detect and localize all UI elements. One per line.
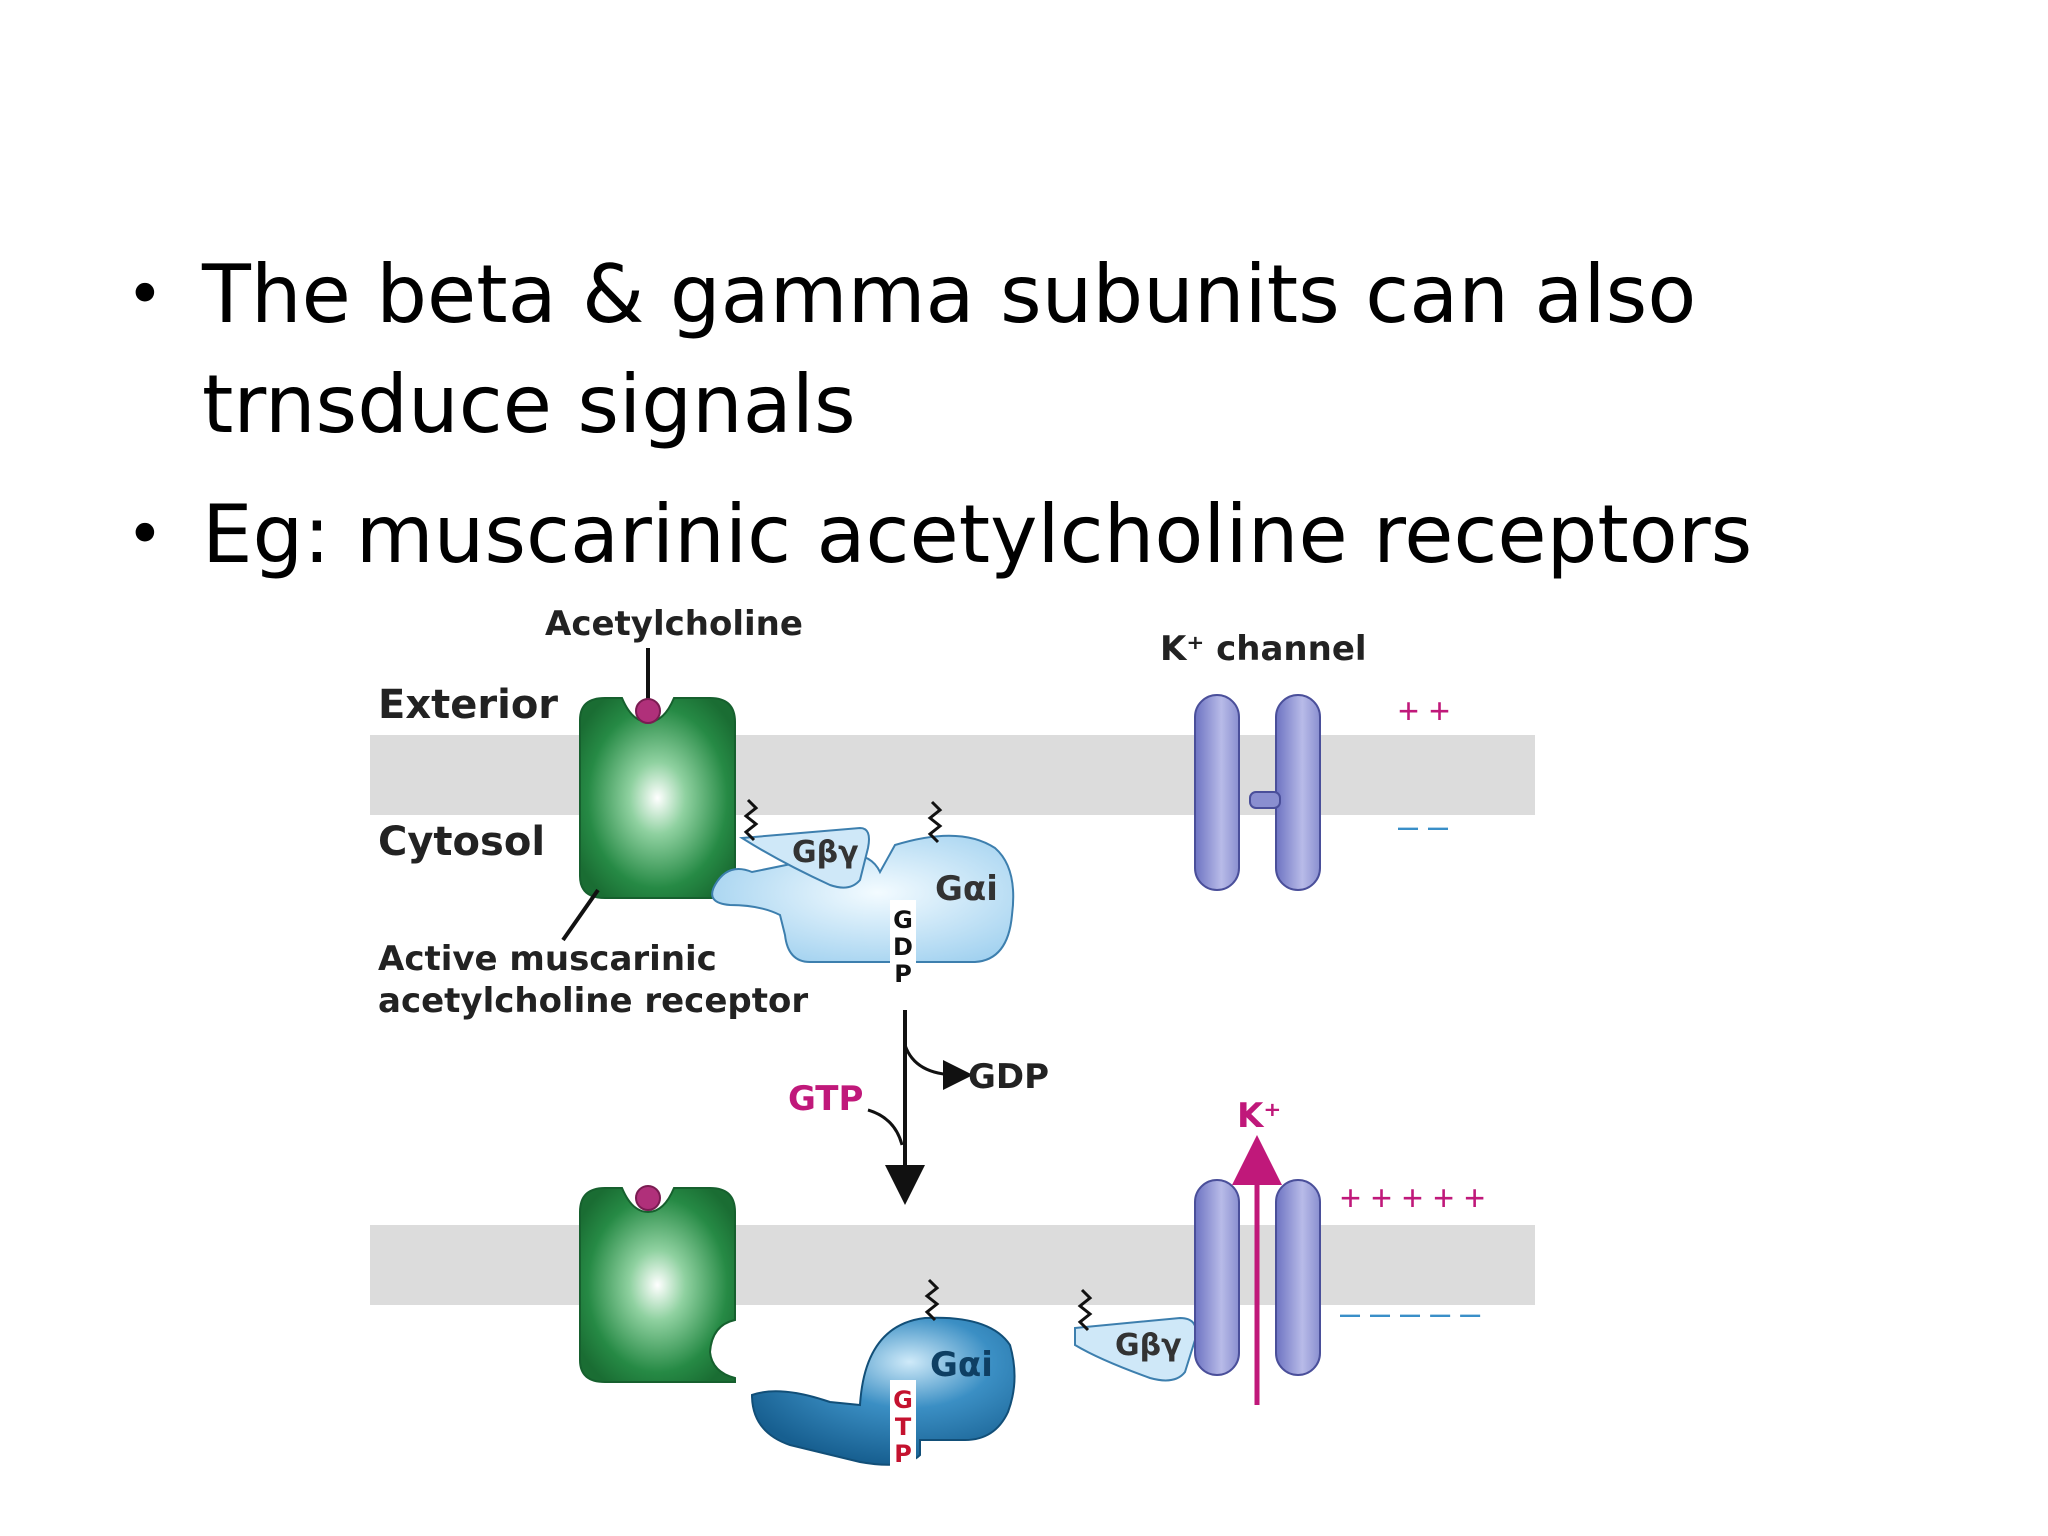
acetylcholine-label: Acetylcholine (545, 604, 803, 644)
membrane-top (370, 735, 1535, 815)
lipid-anchor-icon (1077, 1288, 1093, 1332)
g-alpha-i-label-top: Gαi (935, 869, 998, 909)
k-channel-left-bottom (1194, 1179, 1240, 1376)
lipid-anchor-icon (927, 800, 943, 844)
g-beta-gamma-label-top: Gβγ (792, 835, 859, 870)
charge-minus-top: – – (1398, 805, 1448, 846)
k-channel-right-bottom (1275, 1179, 1321, 1376)
bullet-item: • The beta & gamma subunits can also trn… (120, 240, 1980, 460)
g-alpha-i-label-bottom: Gαi (930, 1345, 993, 1385)
gdp-letter: G (893, 906, 913, 934)
lipid-anchor-icon (924, 1278, 940, 1322)
gtp-letter: T (895, 1413, 912, 1441)
k-channel-right-top (1275, 694, 1321, 891)
charge-minus-bottom: – – – – – (1340, 1292, 1480, 1333)
g-alpha-i-gtp-bottom (750, 1316, 1016, 1466)
gdp-letter: P (894, 960, 912, 988)
charge-plus-top: + + (1398, 690, 1450, 731)
bullet-item: • Eg: muscarinic acetylcholine receptors (120, 480, 1980, 590)
acetylcholine-ligand-top (635, 698, 661, 724)
gtp-letter: G (893, 1386, 913, 1414)
gdp-slot (890, 900, 916, 1010)
k-channel-label: K⁺ channel (1160, 629, 1367, 669)
bullet-list: • The beta & gamma subunits can also trn… (120, 240, 1980, 610)
gdp-release-arrow (903, 1044, 973, 1090)
gtp-entry-arrow (867, 1108, 904, 1146)
exterior-label: Exterior (378, 682, 558, 728)
g-beta-gamma-top (738, 826, 870, 889)
lipid-anchor-icon (743, 798, 759, 842)
bullet-dot-icon: • (126, 498, 164, 572)
receptor-pointer (561, 888, 600, 942)
bullet-dot-icon: • (126, 258, 164, 332)
charge-plus-bottom: + + + + + (1340, 1177, 1485, 1218)
gtp-slot (890, 1380, 916, 1485)
receptor-label-line1: Active muscarinic (378, 939, 717, 979)
bullet-text: The beta & gamma subunits can also trnsd… (202, 248, 1697, 451)
k-channel-gate (1249, 791, 1281, 809)
gtp-in-label: GTP (788, 1079, 863, 1119)
gdp-out-label: GDP (968, 1057, 1049, 1097)
g-beta-gamma-bottom (1074, 1316, 1197, 1382)
receptor-label-line2: acetylcholine receptor (378, 981, 808, 1021)
cytosol-label: Cytosol (378, 819, 545, 865)
k-channel-left-top (1194, 694, 1240, 891)
k-ion-label: K⁺ (1237, 1096, 1281, 1136)
muscarinic-receptor-top (579, 697, 736, 899)
membrane-bottom (370, 1225, 1535, 1305)
gtp-letter: P (894, 1440, 912, 1468)
g-beta-gamma-label-bottom: Gβγ (1115, 1328, 1182, 1363)
gdp-letter: D (893, 933, 913, 961)
acetylcholine-ligand-bottom (635, 1185, 661, 1211)
muscarinic-receptor-bottom (579, 1187, 736, 1383)
bullet-text: Eg: muscarinic acetylcholine receptors (202, 488, 1753, 581)
